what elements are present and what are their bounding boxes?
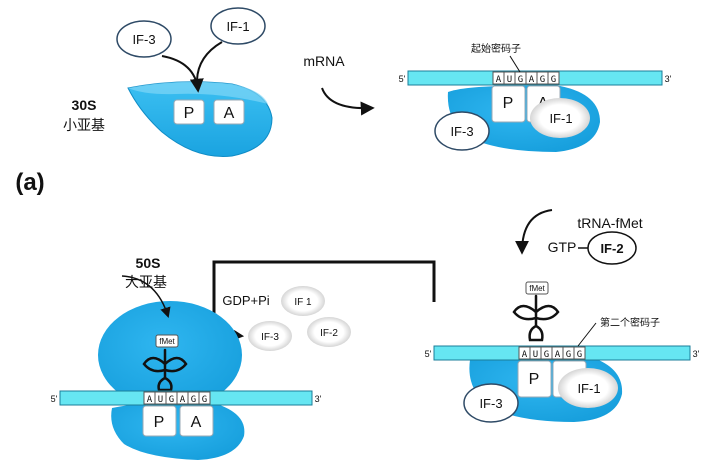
codon-base: G xyxy=(540,75,545,85)
if1-label-stage3: IF-1 xyxy=(577,381,600,396)
if1-factor xyxy=(210,7,266,45)
if3-label-stage2: IF-3 xyxy=(450,124,473,139)
released-if3 xyxy=(248,321,292,351)
mrna-5prime-stage3: 5' xyxy=(425,349,432,359)
if2-factor xyxy=(587,231,637,265)
codon-boxes-stage3: A U G A G G xyxy=(518,346,586,360)
if3-factor xyxy=(116,20,172,58)
codon-boxes-stage2: A U G A G G xyxy=(492,71,560,85)
codon-base: G xyxy=(518,75,523,85)
fmet-tag-box-stage3 xyxy=(525,281,549,295)
stage1-group: P A IF-3 IF-1 30S 小亚基 xyxy=(63,7,273,157)
a-site-label: A xyxy=(224,105,235,122)
mrna-5prime-stage2: 5' xyxy=(399,74,406,84)
gtp-label: GTP xyxy=(548,239,577,255)
subunit-30s-label: 30S xyxy=(72,97,97,113)
fmet-tag-stage4: fMet xyxy=(159,337,175,346)
trna-arrow-label: tRNA-fMet xyxy=(577,215,642,231)
trna-arrow xyxy=(515,209,553,255)
codon-base: A xyxy=(555,350,561,360)
released-if1-label: IF 1 xyxy=(294,297,312,308)
subunit-highlight xyxy=(128,81,268,104)
if3-label-stage3: IF-3 xyxy=(479,396,502,411)
if3-factor-stage3 xyxy=(463,383,519,423)
if1-label: IF-1 xyxy=(226,19,249,34)
p-site-label: P xyxy=(184,105,195,122)
large-subunit-50s-shape xyxy=(98,301,242,409)
trna-fmet-stage4 xyxy=(142,348,188,392)
subunit-30s-name: 小亚基 xyxy=(63,117,105,134)
mrna-5prime-stage4: 5' xyxy=(51,394,58,404)
subunit-50s-pointer xyxy=(121,275,171,319)
second-codon-label: 第二个密码子 xyxy=(600,316,660,329)
mrna-3prime-stage4: 3' xyxy=(315,394,322,404)
released-if3-label: IF-3 xyxy=(261,332,279,343)
codon-base: A xyxy=(522,350,528,360)
released-if1 xyxy=(281,286,325,316)
codon-base: A xyxy=(180,395,186,405)
p-site-box-stage2 xyxy=(491,85,526,123)
if1-factor-stage3 xyxy=(558,368,618,408)
codon-base: A xyxy=(147,395,153,405)
stage2-group: 5' 3' A U G A G G 起始密码子 P A IF-1 IF-3 xyxy=(399,42,672,152)
codon-base: U xyxy=(158,395,163,405)
if3-label: IF-3 xyxy=(132,32,155,47)
a-site-label-stage4: A xyxy=(191,414,202,431)
trna-fmet-stage3 xyxy=(512,294,560,342)
start-codon-pointer xyxy=(509,55,521,73)
p-site-box-stage4 xyxy=(142,405,177,437)
codon-base: G xyxy=(202,395,207,405)
mrna-3prime-stage2: 3' xyxy=(665,74,672,84)
binding-arrow xyxy=(161,55,204,93)
p-site-label-stage3: P xyxy=(529,371,540,388)
codon-base: G xyxy=(191,395,196,405)
codon-box xyxy=(198,391,211,405)
codon-base: G xyxy=(169,395,174,405)
mrna-3prime-stage3: 3' xyxy=(693,349,700,359)
panel-label: (a) xyxy=(15,169,44,196)
start-codon-label: 起始密码子 xyxy=(471,42,521,55)
p-site-label-stage4: P xyxy=(154,414,165,431)
released-factors: GDP+Pi IF 1 IF-3 IF-2 xyxy=(215,286,351,351)
subunit-50s-label: 50S xyxy=(136,255,161,271)
a-site-box-stage4 xyxy=(179,405,214,437)
trna-binding-step: tRNA-fMet GTP IF-2 xyxy=(515,209,643,265)
p-site-box-stage3 xyxy=(517,360,552,398)
codon-base: A xyxy=(529,75,535,85)
mrna-arrow-label: mRNA xyxy=(303,53,345,69)
second-codon-pointer xyxy=(577,322,597,347)
if3-factor-stage2 xyxy=(434,111,490,151)
mrna-arrow xyxy=(321,87,375,116)
p-site-label-stage2: P xyxy=(503,95,514,112)
small-subunit-stage4 xyxy=(111,401,245,460)
stage3-group: 5' 3' A U G A G G fMet 第二个密码子 P xyxy=(425,281,700,423)
stage4-group: 50S 大亚基 fMet 5' 3' A U G A G G xyxy=(51,255,322,460)
codon-base: A xyxy=(496,75,502,85)
codon-base: G xyxy=(544,350,549,360)
codon-base: U xyxy=(533,350,538,360)
fmet-tag-box-stage4 xyxy=(155,334,179,348)
binding-arrow-branch xyxy=(196,41,223,81)
a-site-box xyxy=(213,99,245,125)
codon-box xyxy=(547,71,560,85)
codon-box xyxy=(573,346,586,360)
large-subunit-join-arrow xyxy=(203,260,436,351)
codon-boxes-stage4: A U G A G G xyxy=(143,391,211,405)
codon-base: G xyxy=(577,350,582,360)
mrna-binding-step: mRNA xyxy=(303,53,375,116)
codon-base: G xyxy=(566,350,571,360)
if1-label-stage2: IF-1 xyxy=(549,111,572,126)
released-if2 xyxy=(307,317,351,347)
fmet-tag-stage3: fMet xyxy=(529,284,545,293)
codon-base: U xyxy=(507,75,512,85)
gdp-pi-label: GDP+Pi xyxy=(222,293,269,308)
released-if2-label: IF-2 xyxy=(320,328,338,339)
codon-base: G xyxy=(551,75,556,85)
p-site-box xyxy=(173,99,205,125)
if2-label: IF-2 xyxy=(600,241,623,256)
if1-factor-stage2 xyxy=(530,98,590,138)
